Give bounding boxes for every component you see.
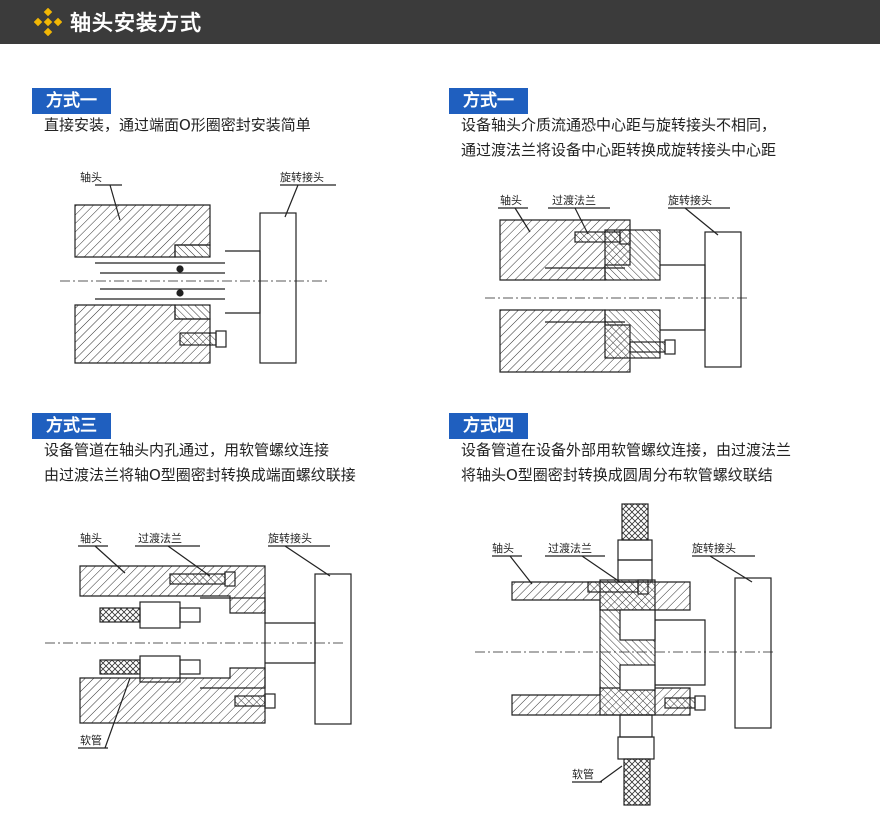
section3-line2: 由过渡法兰将轴O型圈密封转换成端面螺纹联接	[44, 466, 356, 484]
section3-badge: 方式三	[32, 413, 111, 439]
section1-label-shaft: 轴头	[80, 170, 102, 184]
section1-badge: 方式一	[32, 88, 111, 114]
section3-label-shaft: 轴头	[80, 531, 102, 545]
section3-line1: 设备管道在轴头内孔通过，用软管螺纹连接	[44, 441, 330, 459]
section1-diagram: 轴头 旋转接头	[60, 170, 336, 364]
section3-label-flange: 过渡法兰	[138, 531, 182, 545]
section4-label-flange: 过渡法兰	[548, 541, 592, 555]
section4-desc: 设备管道在设备外部用软管螺纹连接，由过渡法兰 将轴头O型圈密封转换成圆周分布软管…	[461, 438, 791, 488]
section2-line1: 设备轴头介质流通恐中心距与旋转接头不相同，	[461, 116, 777, 134]
four-diamond-icon	[34, 8, 62, 36]
section3-label-hose: 软管	[80, 733, 102, 747]
section2-label-shaft: 轴头	[500, 193, 522, 207]
header-bar: 轴头安装方式	[0, 0, 880, 44]
section2-diagram: 轴头 过渡法兰 旋转接头	[485, 193, 750, 373]
section2-badge: 方式一	[449, 88, 528, 114]
section4-line2: 将轴头O型圈密封转换成圆周分布软管螺纹联结	[461, 466, 773, 484]
section1-line1: 直接安装，通过端面O形圈密封安装简单	[44, 116, 311, 134]
section2-line2: 通过渡法兰将设备中心距转换成旋转接头中心距	[461, 141, 777, 159]
section2-desc: 设备轴头介质流通恐中心距与旋转接头不相同， 通过渡法兰将设备中心距转换成旋转接头…	[461, 113, 776, 163]
section2-label-joint: 旋转接头	[668, 193, 712, 207]
section4-badge: 方式四	[449, 413, 528, 439]
section4-label-shaft: 轴头	[492, 541, 514, 555]
section3-label-joint: 旋转接头	[268, 531, 312, 545]
section2-label-flange: 过渡法兰	[552, 193, 596, 207]
section4-diagram: 轴头 过渡法兰 旋转接头 软管	[475, 503, 775, 806]
section3-diagram: 轴头 过渡法兰 旋转接头 软管	[45, 531, 352, 749]
section4-line1: 设备管道在设备外部用软管螺纹连接，由过渡法兰	[461, 441, 792, 459]
section1-label-joint: 旋转接头	[280, 170, 324, 184]
section1-desc: 直接安装，通过端面O形圈密封安装简单	[44, 113, 311, 138]
section3-desc: 设备管道在轴头内孔通过，用软管螺纹连接 由过渡法兰将轴O型圈密封转换成端面螺纹联…	[44, 438, 356, 488]
section4-label-joint: 旋转接头	[692, 541, 736, 555]
section4-label-hose: 软管	[572, 767, 594, 781]
page-title: 轴头安装方式	[70, 11, 202, 35]
